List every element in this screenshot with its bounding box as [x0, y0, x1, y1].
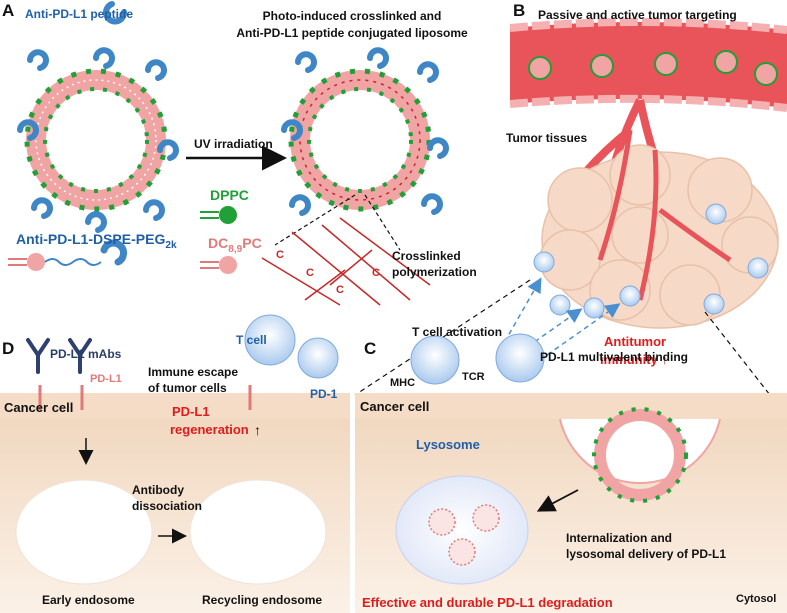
antibody-dissociation-line2: dissociation — [132, 499, 203, 513]
regeneration-line2: regeneration — [170, 422, 249, 437]
panel-b-title: Passive and active tumor targeting — [538, 8, 737, 22]
peptide-tails — [17, 1, 449, 233]
cancer-cell-membrane-c — [355, 393, 787, 419]
internalization-line2: lysosomal delivery of PD-L1 — [566, 547, 727, 561]
cancer-cell-label-c: Cancer cell — [360, 399, 430, 414]
tumor-tissues-label: Tumor tissues — [506, 131, 588, 145]
carbon-label: C — [336, 284, 344, 296]
tumor-mass — [539, 144, 779, 329]
pd-1-label: PD-1 — [310, 387, 338, 401]
cytosol-label: Cytosol — [736, 593, 777, 605]
carbon-label: C — [306, 267, 314, 279]
mabs-label: PD-L1 mAbs — [50, 347, 122, 361]
early-endosome — [15, 479, 153, 585]
panel-letter-b: B — [513, 1, 526, 20]
pd-l1-on-membrane — [38, 385, 252, 410]
regeneration-line1: PD-L1 — [172, 404, 210, 419]
vessel-liposomes — [528, 50, 778, 86]
conjugate-label: Anti-PD-L1-DSPE-PEG2k — [16, 231, 177, 251]
antitumor-line2: immunity ↑ — [600, 352, 668, 367]
internalization-line1: Internalization and — [566, 531, 673, 545]
carbon-label: C — [372, 267, 380, 279]
t-cell-label: T cell — [236, 333, 267, 347]
blood-vessel — [509, 17, 787, 112]
panel-letter-a: A — [2, 1, 15, 20]
dppc-label: DPPC — [210, 187, 249, 203]
liposome-left — [24, 68, 168, 212]
t-cell-activation-label: T cell activation — [412, 325, 503, 339]
crosslink-label-line2: polymerization — [392, 265, 477, 279]
dcpc-icon — [200, 256, 237, 274]
lysosome-label: Lysosome — [416, 437, 480, 452]
uv-irradiation-label: UV irradiation — [194, 137, 273, 151]
t-cell-d — [244, 314, 339, 379]
liposome-right — [288, 68, 432, 212]
t-cells-c — [410, 333, 545, 385]
panel-letter-d: D — [2, 339, 15, 358]
internalized-liposome-core — [594, 409, 686, 501]
legend-peptide-label: Anti-PD-L1 peptide — [25, 7, 133, 21]
antitumor-line1: Antitumor — [604, 334, 667, 349]
lysosome-circle — [395, 475, 529, 585]
immune-escape-line2: of tumor cells — [148, 381, 227, 395]
pd-l1-label: PD-L1 — [90, 373, 122, 385]
cancer-cell-membrane-d — [0, 393, 350, 419]
mabs-icons — [26, 338, 92, 374]
lysosome-liposomes — [428, 504, 500, 566]
immune-escape-line1: Immune escape — [148, 365, 239, 379]
carbon-label: C — [276, 249, 284, 261]
panel-letter-c: C — [364, 339, 377, 358]
zoom-line — [364, 194, 401, 251]
panel-a-title-line1: Photo-induced crosslinked and — [262, 9, 442, 23]
regeneration-arrow: ↑ — [254, 422, 261, 438]
panel-a-title-line2: Anti-PD-L1 peptide conjugated liposome — [236, 26, 468, 40]
early-endosome-label: Early endosome — [42, 593, 135, 607]
antibody-dissociation-line1: Antibody — [132, 483, 184, 497]
recycling-endosome-label: Recycling endosome — [202, 593, 323, 607]
mhc-label: MHC — [390, 377, 416, 389]
zoom-line — [274, 194, 356, 246]
degradation-label: Effective and durable PD-L1 degradation — [362, 595, 613, 610]
recycling-endosome — [189, 479, 327, 585]
zoom-line — [704, 311, 771, 396]
dppc-icon — [200, 206, 237, 224]
internalization-arrow — [536, 489, 579, 512]
cancer-cell-label-d: Cancer cell — [4, 400, 74, 415]
dcpc-label: DC8,9PC — [208, 235, 262, 255]
polymer-chains — [261, 217, 431, 306]
crosslink-label-line1: Crosslinked — [392, 249, 461, 263]
internalized-liposome-lipids — [592, 407, 688, 503]
tcr-label: TCR — [462, 371, 485, 383]
zoom-line — [354, 279, 531, 396]
multivalent-binding-label: PD-L1 multivalent binding — [540, 350, 689, 364]
conjugate-icon — [8, 239, 127, 271]
tumor-vessels — [597, 129, 732, 301]
